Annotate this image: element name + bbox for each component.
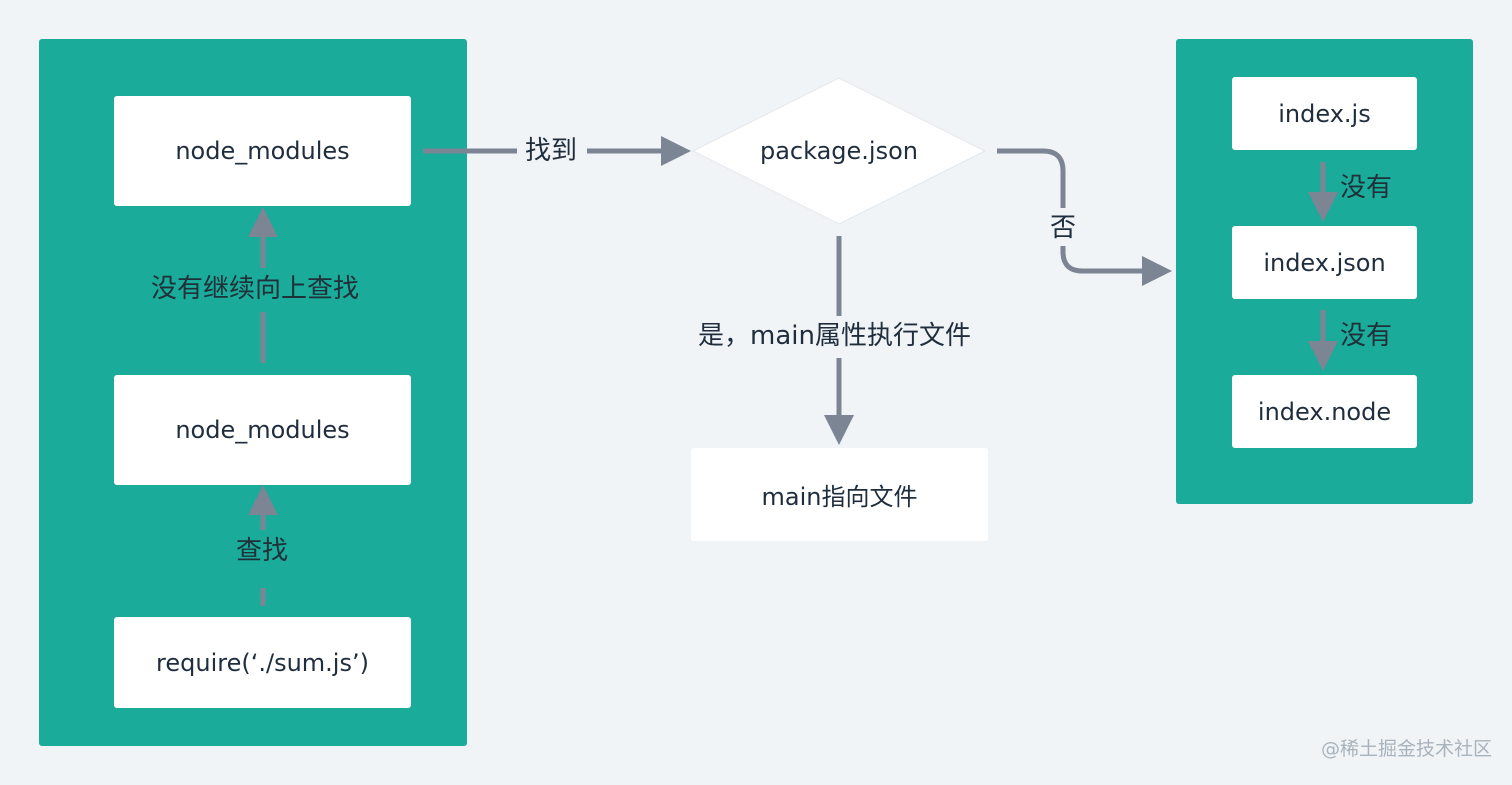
edge-label-search: 查找 [236,536,289,566]
main-file-box: main指向文件 [691,448,988,541]
node-modules-top-box: node_modules [114,96,411,206]
arrow-no-lower [1060,246,1172,286]
edge-label-none-2: 没有 [1340,321,1393,351]
edge-label-no: 否 [1050,213,1077,243]
index-js-box: index.js [1232,77,1417,150]
node-modules-bottom-box: node_modules [114,375,411,485]
arrow-no-upper [997,148,1066,208]
edge-label-continue-up: 没有继续向上查找 [151,274,360,304]
edge-label-found: 找到 [525,136,578,166]
edge-label-none-1: 没有 [1340,173,1393,203]
index-json-box: index.json [1232,226,1417,299]
index-node-box: index.node [1232,375,1417,448]
package-json-label: package.json [759,137,918,165]
watermark: @稀土掘金技术社区 [1320,738,1492,760]
require-box: require(‘./sum.js’) [114,617,411,708]
edge-label-yes-main: 是，main属性执行文件 [698,321,971,351]
